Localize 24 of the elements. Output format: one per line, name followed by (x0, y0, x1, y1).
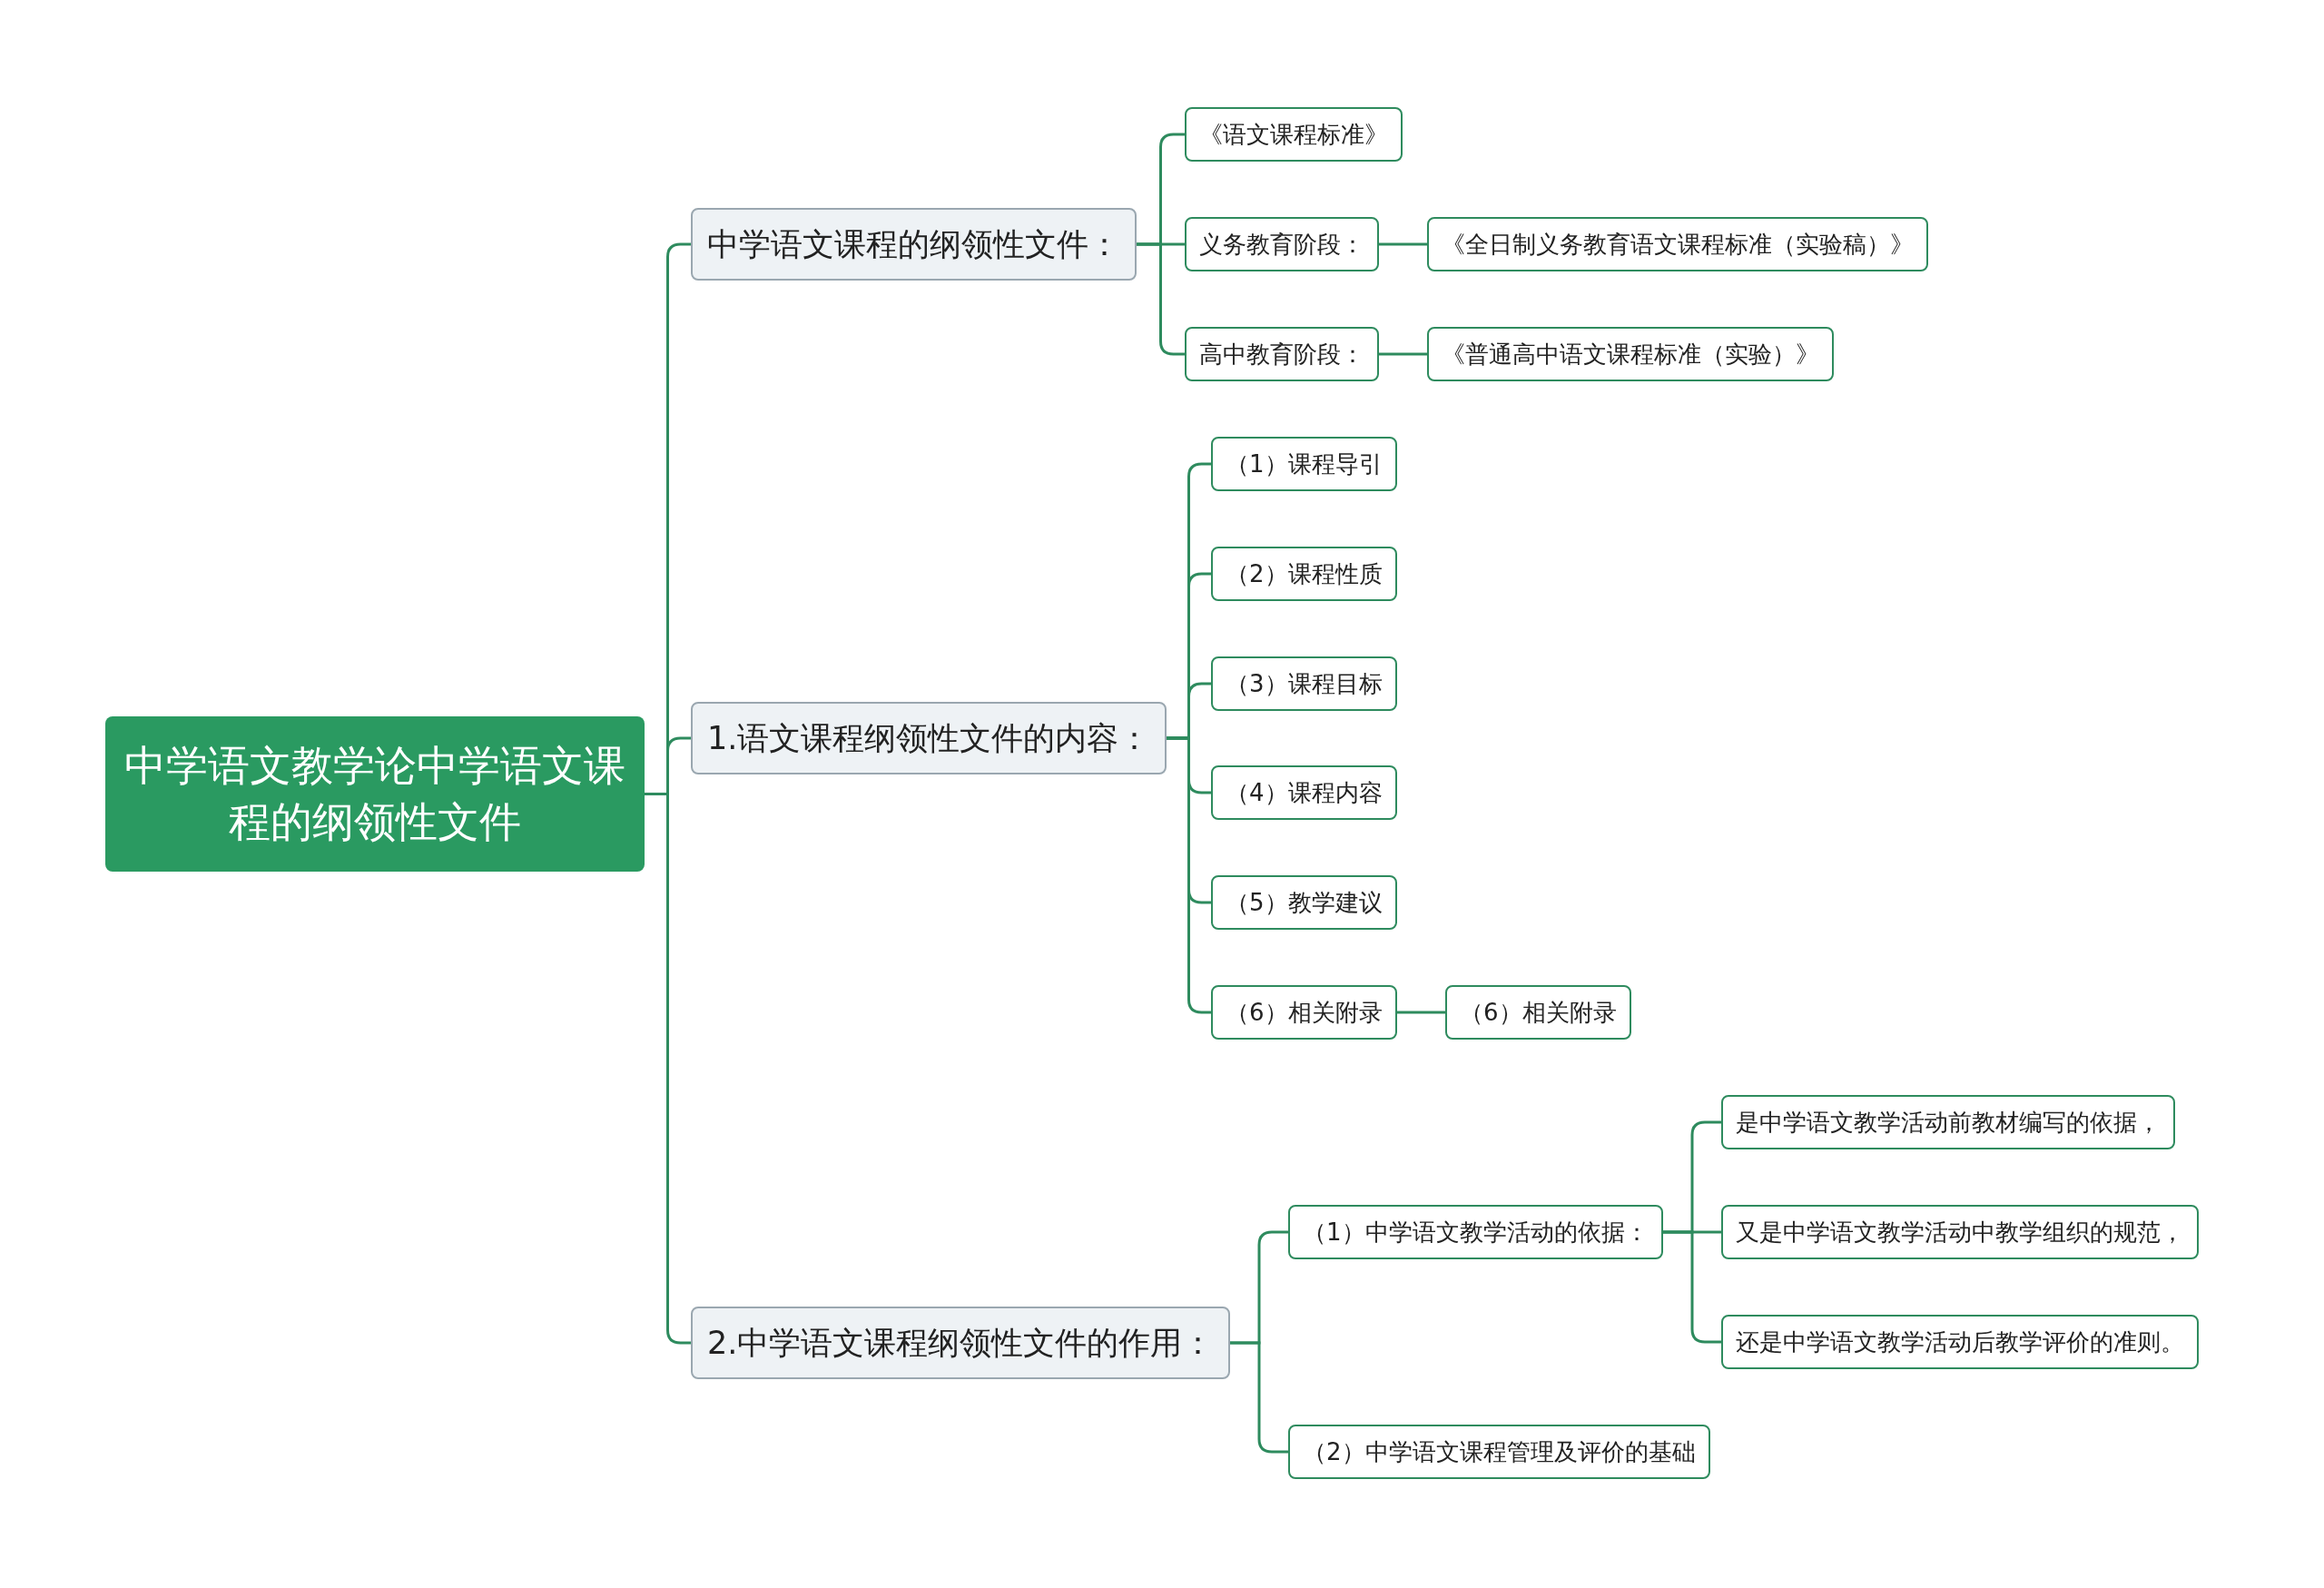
topic-box: 2.中学语文课程纲领性文件的作用： (691, 1307, 1231, 1379)
subtopic-box: 义务教育阶段： (1185, 217, 1379, 271)
subtopic-box: （5）教学建议 (1211, 875, 1397, 930)
topic-box: 中学语文课程的纲领性文件： (691, 208, 1137, 281)
topic-box: 1.语文课程纲领性文件的内容： (691, 702, 1167, 774)
subtopic-box: 高中教育阶段： (1185, 327, 1379, 381)
connector-line (1397, 1011, 1445, 1014)
subtopic-box: 《全日制义务教育语文课程标准（实验稿）》 (1427, 217, 1928, 271)
subtopic-box: 是中学语文教学活动前教材编写的依据， (1721, 1095, 2175, 1149)
connector-line (1379, 352, 1427, 356)
subtopic-box: 《语文课程标准》 (1185, 107, 1403, 162)
subtopic-box: （2）中学语文课程管理及评价的基础 (1288, 1425, 1710, 1479)
subtopic-box: 《普通高中语文课程标准（实验）》 (1427, 327, 1834, 381)
connector-line (1379, 242, 1427, 246)
subtopic-box: （6）相关附录 (1445, 985, 1631, 1040)
subtopic-box: （6）相关附录 (1211, 985, 1397, 1040)
subtopic-box: （3）课程目标 (1211, 656, 1397, 711)
root-topic-box: 中学语文教学论中学语文课程的纲领性文件 (105, 715, 645, 872)
subtopic-box: （2）课程性质 (1211, 547, 1397, 601)
subtopic-box: 还是中学语文教学活动后教学评价的准则。 (1721, 1315, 2199, 1369)
subtopic-box: （1）课程导引 (1211, 437, 1397, 491)
subtopic-box: 又是中学语文教学活动中教学组织的规范， (1721, 1205, 2199, 1259)
subtopic-box: （1）中学语文教学活动的依据： (1288, 1205, 1663, 1259)
subtopic-box: （4）课程内容 (1211, 765, 1397, 820)
